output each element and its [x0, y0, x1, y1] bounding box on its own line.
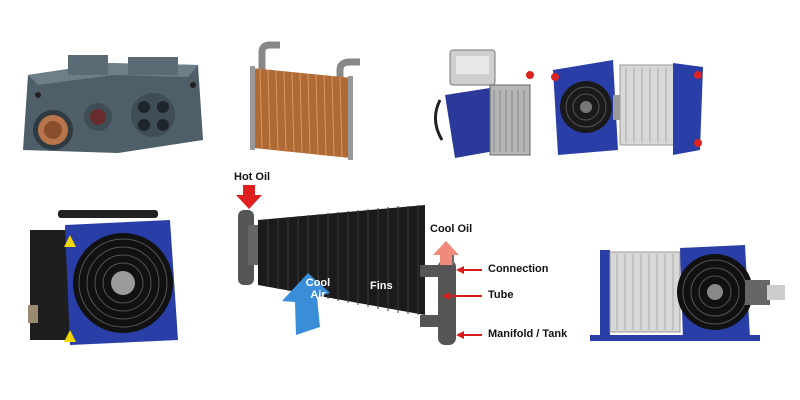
hot-oil-arrow	[236, 185, 262, 209]
hot-oil-label: Hot Oil	[234, 171, 271, 183]
right-manifold-tank	[438, 260, 456, 345]
air-oil-cooler-with-motor-image	[590, 245, 785, 341]
product-blue-frame-fan-cooler	[548, 55, 708, 160]
product-mobile-cooler-unit	[430, 40, 540, 165]
heat-exchanger-diagram: Hot Oil Cool Oil Cool Air Fins Connectio…	[220, 165, 580, 355]
connection-label: Connection	[488, 263, 549, 275]
fins-label: Fins	[370, 280, 393, 292]
mobile-cooler-unit-image	[434, 49, 534, 158]
cool-air-label-line2: Air	[310, 289, 326, 301]
plate-heat-exchanger-image	[250, 41, 360, 160]
twin-pump-manifold-image	[23, 55, 203, 153]
compact-fan-oil-cooler-image	[28, 210, 178, 345]
blue-frame-fan-cooler-image	[551, 60, 703, 155]
manifold-pointer	[456, 331, 464, 339]
tube-pointer	[442, 292, 450, 300]
product-compact-fan-oil-cooler	[20, 205, 185, 350]
cool-oil-label: Cool Oil	[430, 223, 473, 235]
cool-oil-arrow	[433, 241, 459, 265]
tube-label: Tube	[488, 289, 514, 301]
cool-air-label: Cool Air	[298, 277, 338, 301]
fins-core	[258, 205, 425, 315]
cool-air-label-line1: Cool	[305, 277, 331, 289]
radiator-core-drawing	[236, 185, 482, 345]
cool-air-arrow	[282, 273, 330, 335]
product-air-oil-cooler-with-motor	[585, 240, 790, 345]
manifold-tank-label: Manifold / Tank	[488, 328, 568, 340]
product-twin-pump-manifold	[8, 45, 208, 165]
product-plate-heat-exchanger	[240, 40, 370, 165]
connection-pointer	[456, 266, 464, 274]
